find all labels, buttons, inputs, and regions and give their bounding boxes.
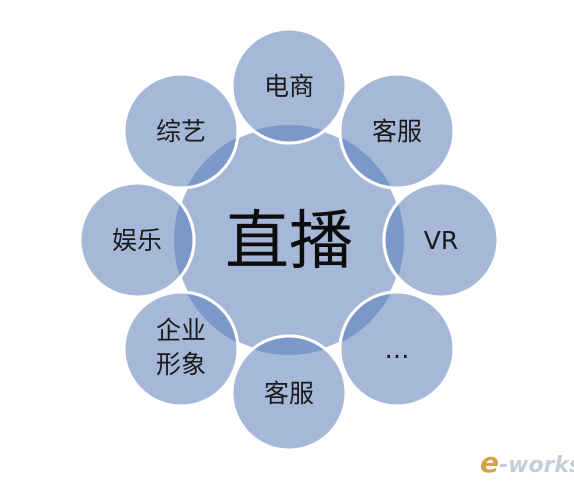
- watermark-logo: e-works: [480, 446, 574, 479]
- satellite-label-bottom-left-line2: 形象: [156, 350, 206, 379]
- watermark-rest: -works: [499, 453, 574, 478]
- watermark-e: e: [480, 446, 499, 479]
- satellite-label-left: 娱乐: [112, 226, 162, 255]
- satellite-label-top: 电商: [264, 72, 314, 101]
- satellite-label-bottom: 客服: [264, 379, 314, 408]
- satellite-label-top-right: 客服: [372, 117, 422, 146]
- center-label: 直播: [225, 205, 353, 279]
- satellite-label-top-left: 综艺: [156, 117, 206, 146]
- satellite-label-bottom-right: …: [385, 335, 410, 364]
- satellite-labels: 电商 客服 VR … 客服 企业 形象 娱乐 综艺: [112, 72, 458, 408]
- satellite-label-bottom-left-line1: 企业: [156, 316, 206, 345]
- satellite-label-right: VR: [424, 226, 458, 255]
